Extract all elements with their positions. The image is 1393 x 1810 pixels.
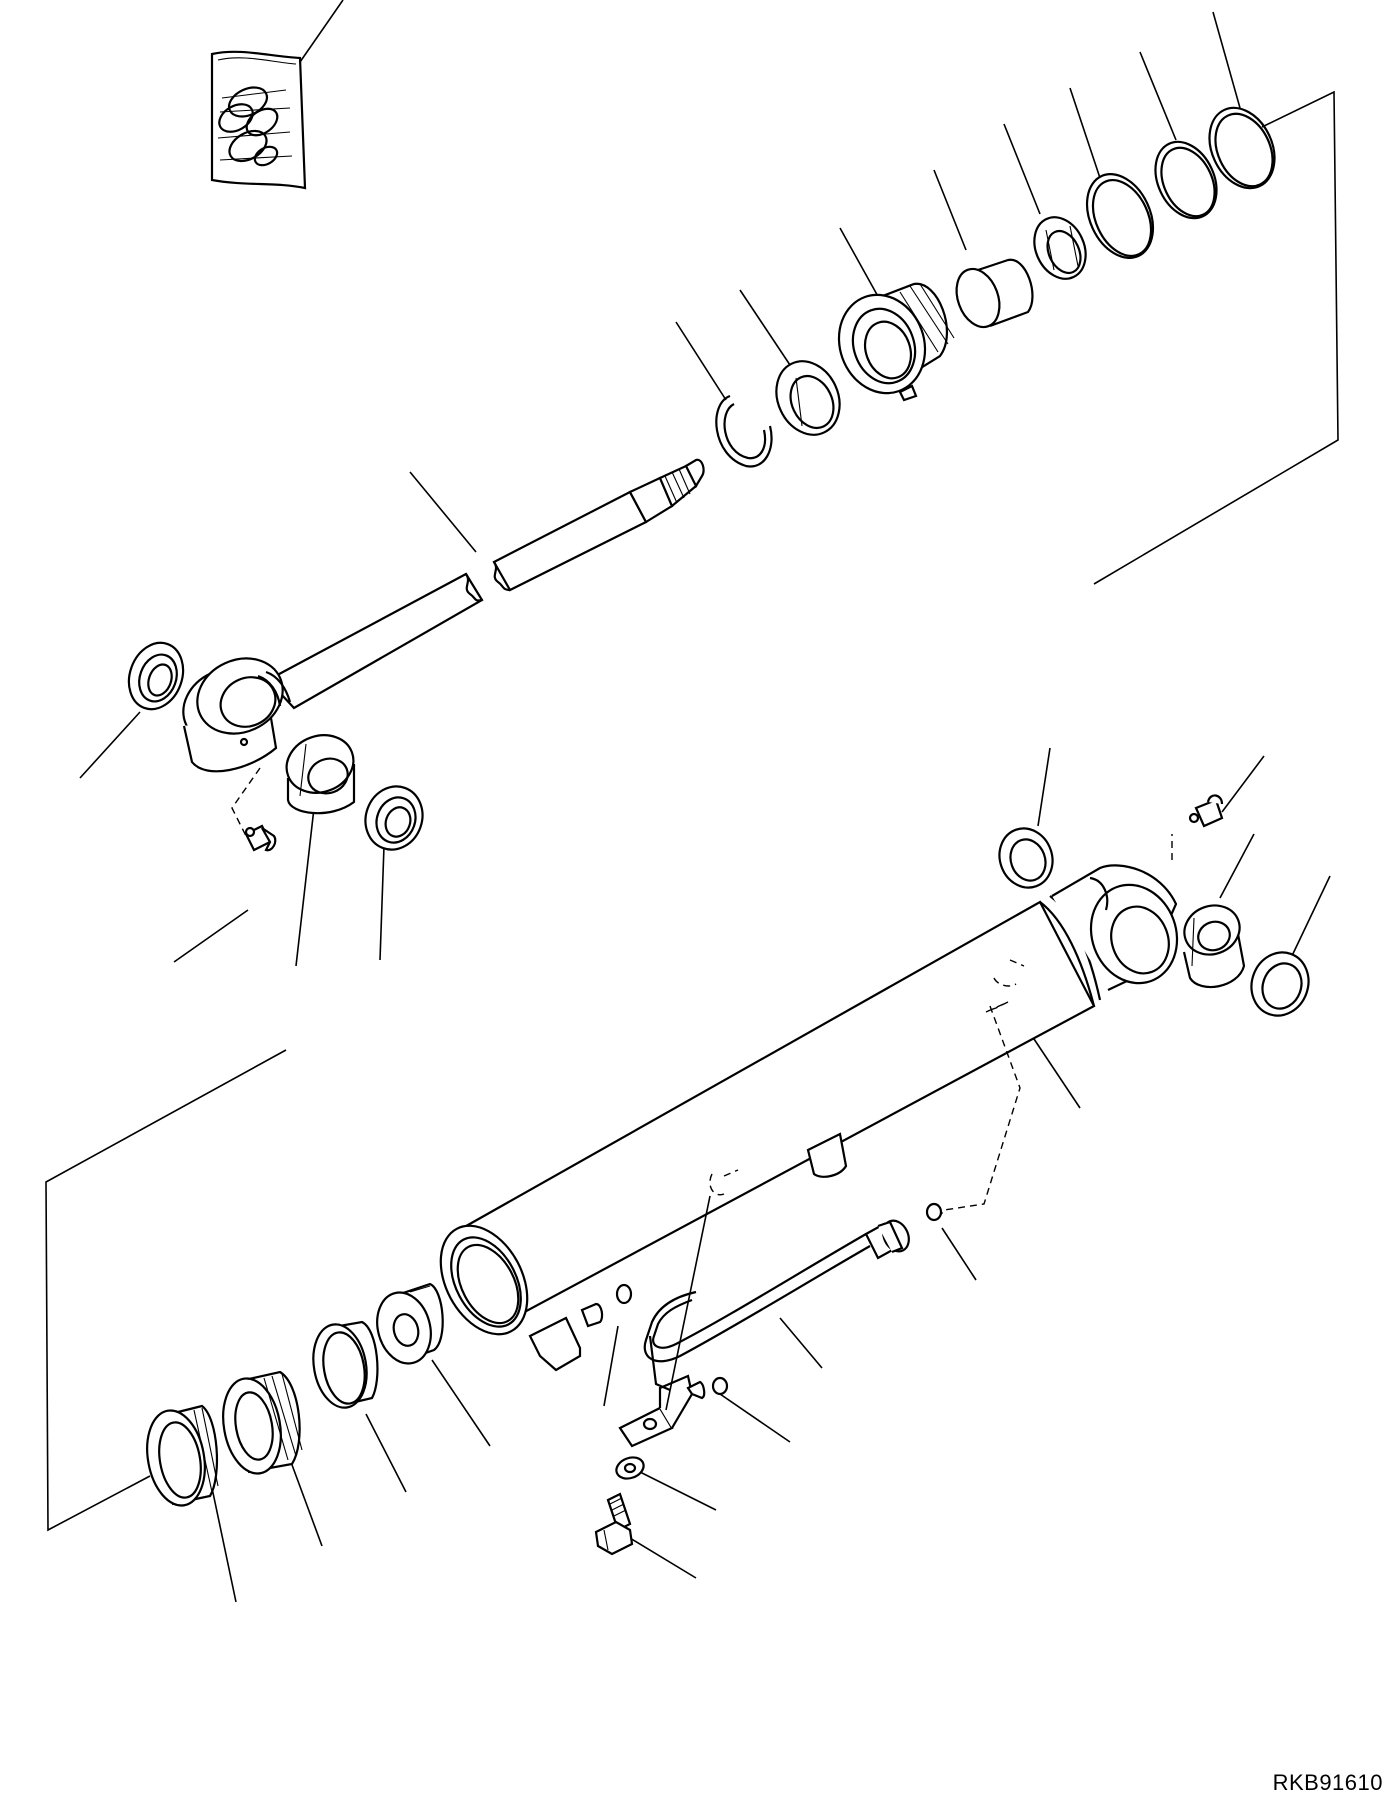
wear-ring-1 — [765, 351, 851, 445]
bushing-head — [949, 260, 1033, 333]
o-ring-1 — [1074, 163, 1166, 268]
piston-rod — [171, 460, 704, 772]
piston-seal — [140, 1406, 218, 1510]
leader-lines-upper — [80, 0, 1240, 966]
grease-fitting-upper — [232, 768, 275, 850]
o-ring-small-1 — [927, 1204, 941, 1220]
o-ring-small-3 — [713, 1378, 727, 1394]
leader-lines-lower — [212, 748, 1330, 1602]
cylinder-tube — [423, 865, 1190, 1370]
dust-seal-lower-top — [991, 821, 1060, 895]
assembly-bracket-lower — [46, 1050, 286, 1530]
piston — [216, 1372, 302, 1478]
assembly-bracket-upper — [1094, 92, 1338, 584]
dashed-leader-pipe — [666, 1196, 710, 1410]
dust-seal-lower-right — [1243, 944, 1318, 1023]
dust-seal-upper-left — [120, 635, 192, 717]
dashed-leader-port — [986, 1002, 1008, 1012]
o-ring-3 — [1197, 97, 1287, 198]
dashed-leader-o-ring — [940, 1006, 1020, 1216]
buffer-ring — [1025, 209, 1096, 287]
figure-code: RKB91610 — [1272, 1770, 1383, 1795]
o-ring-2 — [1144, 132, 1229, 228]
o-ring-small-2 — [617, 1285, 631, 1303]
snap-ring — [716, 396, 771, 467]
bushing-lower — [1177, 898, 1246, 987]
cylinder-head — [825, 283, 954, 406]
grease-fitting-lower — [1172, 795, 1222, 860]
service-kit-bag — [212, 52, 305, 188]
hydraulic-pipe — [620, 1216, 914, 1446]
bolt — [596, 1494, 632, 1554]
bushing-upper — [278, 726, 361, 813]
nut — [370, 1284, 443, 1370]
dust-seal-upper-right — [357, 778, 432, 857]
piston-ring — [307, 1320, 377, 1412]
washer — [613, 1454, 646, 1482]
